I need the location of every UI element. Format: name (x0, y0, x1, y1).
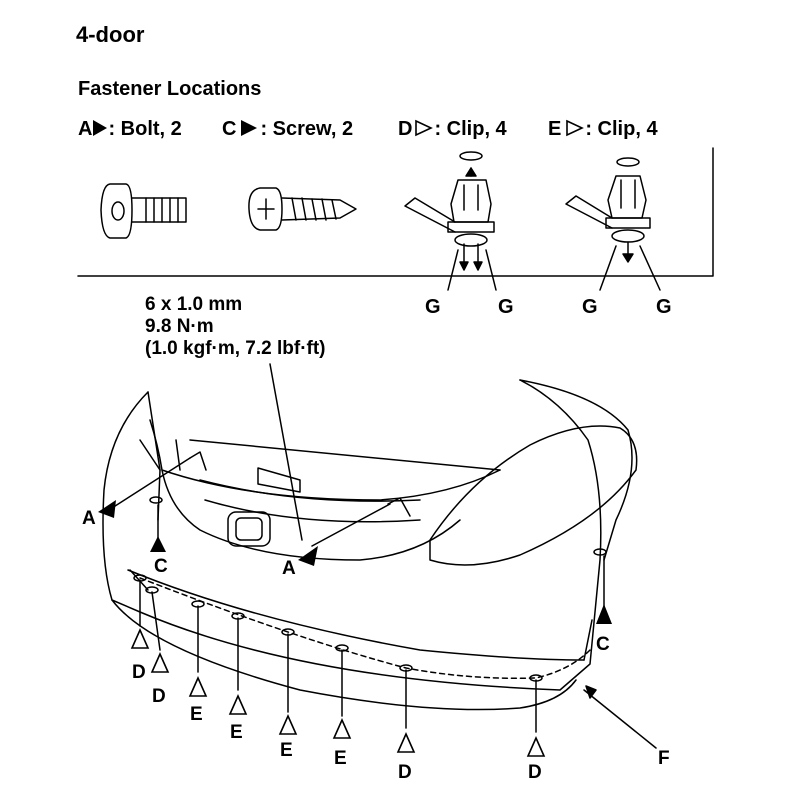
clip-d-icon (404, 151, 497, 291)
marker-e3 (278, 714, 298, 735)
legend-letter: E (548, 118, 562, 140)
spec-leader-line (269, 363, 303, 541)
legend-item-c: C : Screw, 2 (222, 118, 353, 141)
callout-e4: E (334, 748, 347, 769)
marker-a-left (98, 500, 116, 518)
bolt-icon (100, 183, 187, 239)
spec-size: 6 x 1.0 mm (145, 294, 243, 315)
legend-item-a: A : Bolt, 2 (78, 118, 182, 141)
marker-c-right (596, 604, 612, 624)
callout-d2: D (152, 686, 166, 707)
callout-e2: E (230, 722, 243, 743)
callout-d4: D (528, 762, 542, 783)
callout-a-left: A (82, 508, 96, 529)
legend-letter: D (398, 118, 413, 140)
marker-e2 (228, 694, 248, 715)
outline-triangle-icon (415, 119, 434, 137)
marker-c-left (150, 536, 166, 552)
front-bumper (102, 379, 638, 711)
callout-f: F (658, 748, 670, 769)
clip-label-g: G (656, 296, 672, 318)
clip-e-icon (565, 157, 661, 291)
callout-d1: D (132, 662, 146, 683)
marker-d2 (150, 652, 170, 673)
bumper-dash-line (139, 577, 591, 680)
callout-e1: E (190, 704, 203, 725)
screw-icon (248, 187, 357, 231)
callout-d3: D (398, 762, 412, 783)
callout-e3: E (280, 740, 293, 761)
legend-label: : Screw, 2 (260, 118, 354, 140)
legend-letter: A (78, 118, 93, 140)
marker-d1 (130, 628, 150, 649)
clip-markers (130, 628, 546, 757)
spec-torque: 9.8 N·m (145, 316, 214, 337)
marker-e4 (332, 718, 352, 739)
callout-a-center: A (282, 558, 296, 579)
marker-a-center (298, 546, 318, 566)
legend-label: : Clip, 4 (585, 118, 658, 140)
marker-d3 (396, 732, 416, 753)
legend-item-d: D : Clip, 4 (398, 118, 507, 141)
filled-triangle-icon (241, 120, 258, 136)
clip-label-g: G (582, 296, 598, 318)
marker-d4 (526, 736, 546, 757)
clip-label-g: G (425, 296, 441, 318)
spec-torque-alt: (1.0 kgf·m, 7.2 lbf·ft) (145, 338, 326, 359)
legend-item-e: E : Clip, 4 (548, 118, 658, 141)
legend-letter: C (222, 118, 237, 140)
callout-c-right: C (596, 634, 610, 655)
clip-label-g: G (498, 296, 514, 318)
legend-label: : Clip, 4 (434, 118, 507, 140)
section-title: Fastener Locations (78, 78, 262, 100)
legend-label: : Bolt, 2 (108, 118, 182, 140)
legend-box-frame (77, 147, 714, 277)
marker-e1 (188, 676, 208, 697)
page-title: 4-door (76, 22, 145, 47)
outline-triangle-icon (566, 119, 585, 137)
callout-c-left: C (154, 556, 168, 577)
filled-triangle-icon (93, 120, 108, 136)
bolt-screw-markers (98, 500, 612, 624)
